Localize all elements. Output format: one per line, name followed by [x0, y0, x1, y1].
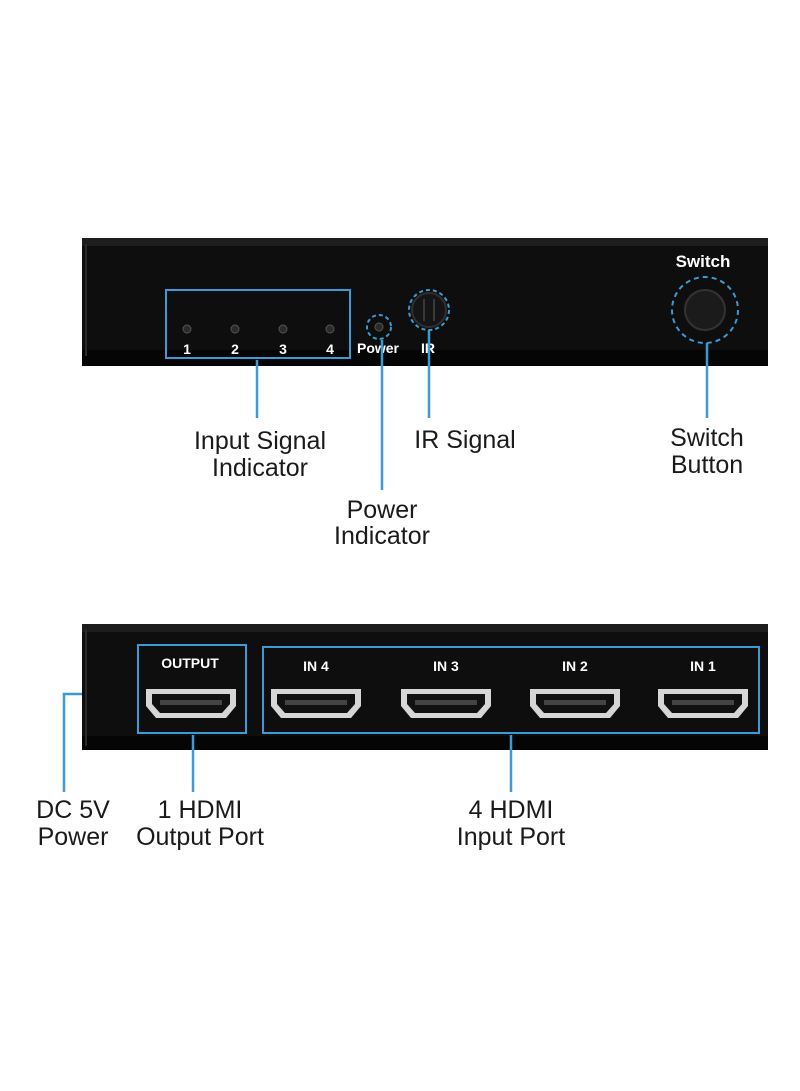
- led-1-icon: [182, 324, 192, 334]
- front-panel: 1 2 3 4 Power IR Switch: [82, 238, 768, 366]
- led-3-icon: [278, 324, 288, 334]
- hdmi-output-port-icon: [146, 689, 236, 718]
- callout-power-line2: Indicator: [334, 522, 430, 550]
- hdmi-in-1-port-icon: [658, 689, 748, 718]
- input-label-1: IN 1: [690, 658, 716, 674]
- leader-dc-power: [62, 692, 82, 792]
- led-label-4: 4: [326, 341, 334, 357]
- hdmi-in-2-port-icon: [530, 689, 620, 718]
- led-label-3: 3: [279, 341, 287, 357]
- switch-label: Switch: [676, 252, 731, 271]
- led-label-1: 1: [183, 341, 191, 357]
- switch-button[interactable]: [684, 289, 726, 331]
- led-2-icon: [230, 324, 240, 334]
- callout-dc-line2: Power: [38, 823, 109, 851]
- input-label-3: IN 3: [433, 658, 459, 674]
- led-4-icon: [325, 324, 335, 334]
- callout-output-line2: Output Port: [136, 823, 264, 851]
- output-highlight-box: [137, 644, 247, 734]
- input-signal-highlight-box: [165, 289, 351, 359]
- callout-switch-line1: Switch: [670, 424, 744, 452]
- callout-input-signal-line1: Input Signal: [194, 427, 326, 455]
- input-signal-leds: 1 2 3 4: [182, 324, 335, 357]
- output-label: OUTPUT: [161, 655, 219, 671]
- switch-button-highlight: [671, 276, 739, 344]
- callout-input-signal-line2: Indicator: [212, 454, 308, 482]
- led-label-2: 2: [231, 341, 239, 357]
- ir-receiver-icon: [411, 292, 447, 328]
- hdmi-in-3-port-icon: [401, 689, 491, 718]
- hdmi-in-4-port-icon: [271, 689, 361, 718]
- rear-panel: OUTPUT IN 4 IN 3 IN 2 IN 1: [82, 624, 768, 750]
- callout-output-line1: 1 HDMI: [158, 796, 243, 824]
- power-led-highlight: [366, 314, 392, 340]
- callout-ir-signal: IR Signal: [414, 426, 515, 454]
- power-label: Power: [357, 340, 400, 356]
- callout-dc-line1: DC 5V: [36, 796, 110, 824]
- input-label-2: IN 2: [562, 658, 588, 674]
- callout-input-line2: Input Port: [457, 823, 565, 851]
- callout-power-line1: Power: [347, 496, 418, 524]
- callout-input-line1: 4 HDMI: [469, 796, 554, 824]
- input-highlight-box: [262, 646, 760, 734]
- input-label-4: IN 4: [303, 658, 329, 674]
- power-led-icon: [374, 322, 384, 332]
- callout-switch-line2: Button: [671, 451, 743, 479]
